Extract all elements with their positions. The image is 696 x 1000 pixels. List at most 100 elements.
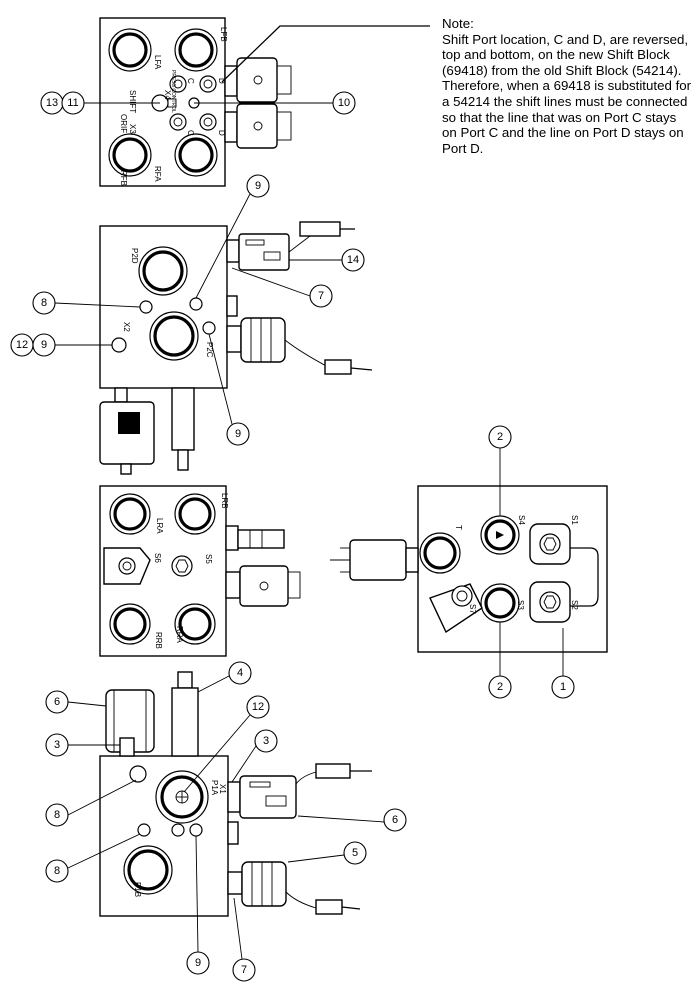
p1-block: P1A X1 P1B — [99, 671, 372, 917]
callout-6-upper: 6 — [45, 690, 69, 714]
gauge-port-top — [129, 765, 147, 783]
valve-s7 — [429, 583, 483, 634]
label-rra: RRA — [175, 626, 184, 644]
svg-text:13: 13 — [46, 97, 58, 109]
svg-text:11: 11 — [67, 97, 78, 109]
port-c-top — [169, 75, 187, 93]
tube-s2 — [570, 580, 599, 607]
svg-text:3: 3 — [54, 739, 60, 751]
callout-10: 10 — [332, 91, 356, 115]
label-s2: S2 — [570, 600, 579, 610]
callout-14: 14 — [341, 248, 365, 272]
port-x2 — [111, 337, 127, 353]
port-p2c — [149, 311, 199, 361]
shift-solenoid-bottom — [224, 103, 292, 149]
label-s6: S6 — [153, 553, 162, 563]
port-lfa — [108, 28, 152, 72]
label-s4: S4 — [517, 515, 526, 525]
svg-text:5: 5 — [352, 847, 358, 859]
callout-2-top: 2 — [488, 425, 512, 449]
callout-12-lower: 12 — [246, 695, 270, 719]
p2-cartridge-bottom — [114, 387, 195, 471]
port-s4 — [480, 515, 520, 555]
svg-text:8: 8 — [41, 297, 47, 309]
svg-text:8: 8 — [54, 865, 60, 877]
gauge-port-9a — [189, 297, 203, 311]
gauge-port-9b — [202, 321, 216, 335]
p2-solenoid-upper — [226, 221, 355, 271]
label-p2c: P2C — [205, 342, 214, 358]
gauge-port-9 — [189, 823, 203, 837]
callout-8-upper: 8 — [32, 291, 56, 315]
svg-text:9: 9 — [255, 180, 261, 192]
label-s3: S3 — [516, 600, 525, 610]
tube-s1 — [570, 547, 599, 580]
label-c-bottom: C — [186, 130, 195, 136]
callout-12-upper: 12 — [10, 333, 34, 357]
shift-solenoid-top — [224, 57, 292, 103]
label-c-top: C — [186, 78, 195, 84]
label-orif: ORIF — [119, 114, 128, 133]
callout-8-lower: 8 — [45, 859, 69, 883]
valve-s5 — [171, 555, 193, 577]
callouts: 13 11 10 9 14 7 — [10, 91, 575, 982]
port-lfb — [174, 28, 218, 72]
p1-solenoid-upper — [227, 763, 372, 819]
svg-text:7: 7 — [318, 290, 324, 302]
label-x2: X2 — [122, 322, 131, 332]
p1-plug — [227, 821, 239, 845]
callout-9-left: 9 — [32, 333, 56, 357]
svg-text:9: 9 — [41, 339, 47, 351]
p2-plug — [226, 295, 238, 317]
gauge-port-8b — [171, 823, 185, 837]
label-press-control: PRESS CONTROL — [170, 70, 176, 113]
label-lrb: LRB — [220, 493, 229, 509]
svg-text:12: 12 — [252, 701, 264, 713]
p1-cartridge-top — [171, 671, 199, 757]
callout-9-bottom: 9 — [186, 951, 210, 975]
port-rra — [174, 603, 216, 645]
svg-text:7: 7 — [241, 964, 247, 976]
callout-7-upper: 7 — [309, 284, 333, 308]
p1-solenoid-lower — [227, 861, 361, 915]
callout-8-mid: 8 — [45, 803, 69, 827]
svg-text:6: 6 — [54, 696, 60, 708]
port-s3 — [480, 583, 520, 623]
port-c-bottom — [169, 113, 187, 131]
callout-9-lower: 9 — [226, 422, 250, 446]
shift-block: LFA LFB ORIF X3 SHIFT X4 C D C D PRESS C… — [99, 17, 430, 187]
svg-text:14: 14 — [347, 254, 359, 266]
port-lrb — [174, 493, 216, 535]
port-p2d — [138, 246, 188, 296]
label-rrb: RRB — [154, 632, 163, 649]
rear-fittings-upper — [225, 525, 285, 551]
svg-text:4: 4 — [237, 667, 243, 679]
shift-port-note: Note: Shift Port location, C and D, are … — [442, 16, 692, 156]
port-t — [419, 532, 461, 574]
callout-3-left: 3 — [45, 733, 69, 757]
label-lra: LRA — [155, 518, 164, 534]
label-d-top: D — [217, 78, 226, 84]
callout-4: 4 — [228, 661, 252, 685]
label-x4: X4 — [163, 90, 172, 100]
port-rfa — [174, 133, 218, 177]
callout-1: 1 — [551, 675, 575, 699]
p1-coil-top — [105, 689, 155, 757]
port-p1b — [123, 845, 173, 895]
label-rfb: RFB — [119, 170, 128, 186]
label-shift: SHIFT — [128, 90, 137, 113]
note-body: Shift Port location, C and D, are revers… — [442, 31, 692, 156]
label-t: T — [454, 525, 463, 530]
valve-s6 — [103, 547, 151, 585]
port-d-top — [199, 75, 217, 93]
label-rfa: RFA — [153, 166, 162, 182]
p2-block: P2D P2C X2 — [99, 221, 373, 475]
valve-s2 — [529, 581, 571, 623]
tank-solenoid-left — [330, 539, 419, 581]
label-lfa: LFA — [153, 55, 162, 70]
callout-3-right: 3 — [254, 729, 278, 753]
p2-coil-bottom — [99, 401, 155, 475]
gauge-port-8 — [139, 300, 153, 314]
label-p1b: P1B — [133, 882, 142, 897]
